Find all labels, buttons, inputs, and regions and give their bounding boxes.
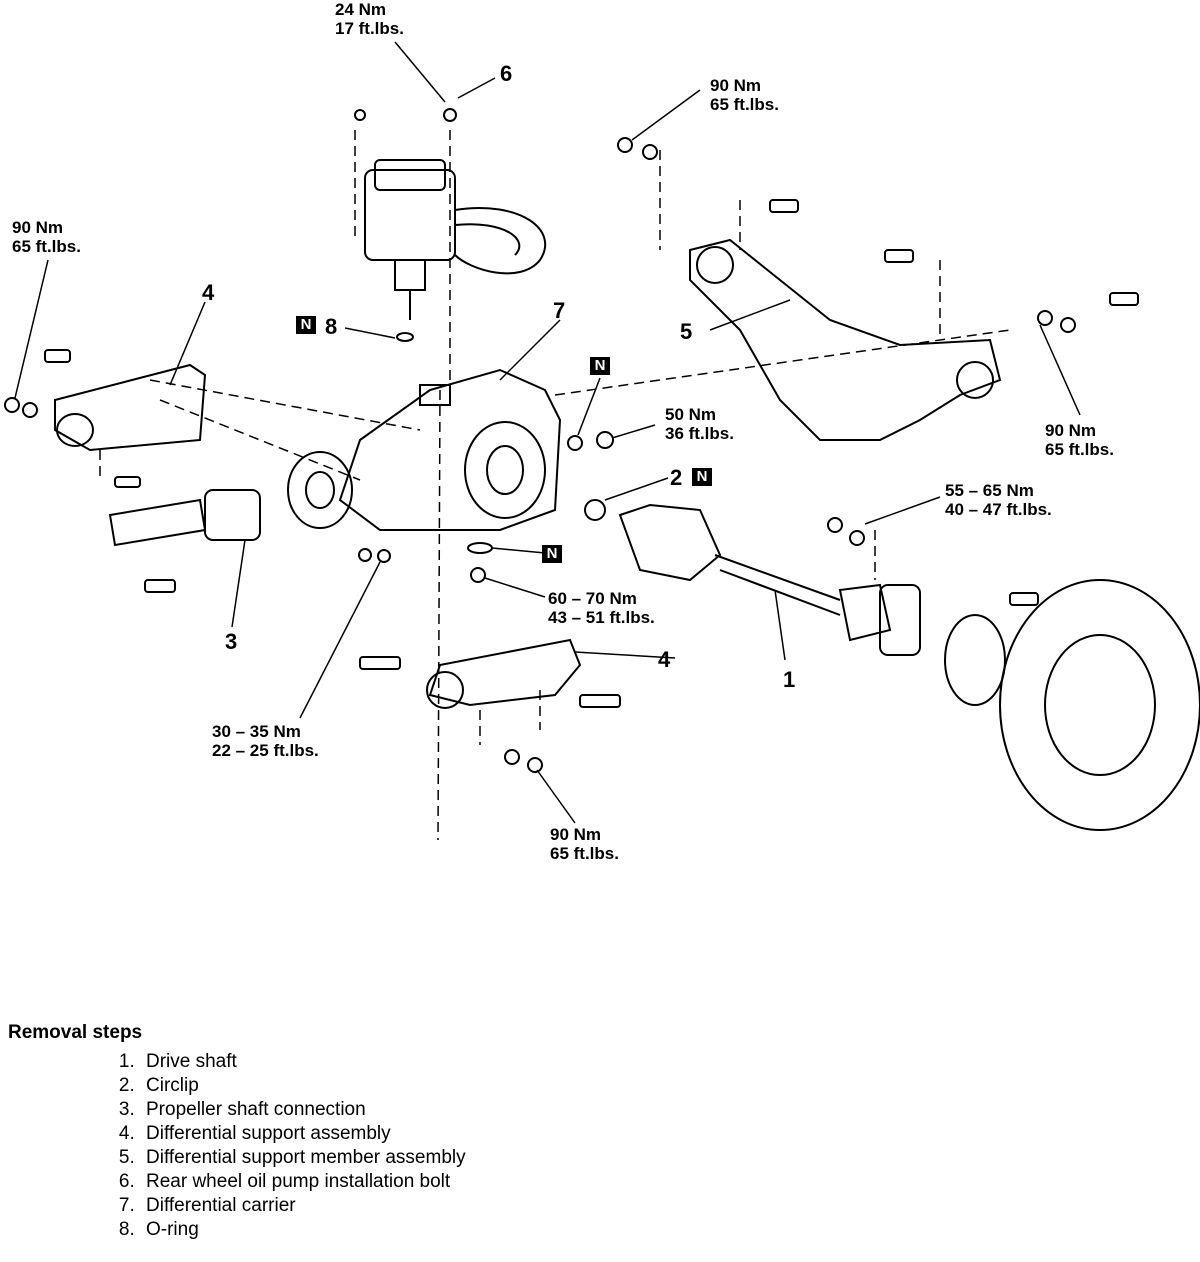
torque-label-top: 24 Nm 17 ft.lbs. xyxy=(335,0,404,38)
torque-label-left: 90 Nm 65 ft.lbs. xyxy=(12,218,81,256)
removal-step: Rear wheel oil pump installation bolt xyxy=(140,1170,466,1194)
callout-7: 7 xyxy=(553,298,566,323)
fasteners xyxy=(4,108,1076,773)
new-part-badge: N xyxy=(542,545,562,563)
propeller-shaft xyxy=(108,489,261,593)
callout-3: 3 xyxy=(225,629,238,654)
removal-step: O-ring xyxy=(140,1218,466,1242)
torque-label-lower-left: 30 – 35 Nm 22 – 25 ft.lbs. xyxy=(212,722,319,760)
differential-support-left xyxy=(44,349,207,488)
removal-step: Differential carrier xyxy=(140,1194,466,1218)
removal-step: Differential support member assembly xyxy=(140,1146,466,1170)
callout-5: 5 xyxy=(680,319,693,344)
new-part-badge: N xyxy=(590,357,610,375)
support-member xyxy=(689,199,1139,441)
removal-step: Circlip xyxy=(140,1074,466,1098)
new-part-badge: N xyxy=(296,316,316,334)
removal-steps-title: Removal steps xyxy=(8,1022,143,1043)
torque-label-upper-right: 90 Nm 65 ft.lbs. xyxy=(710,76,779,114)
callout-8: 8 xyxy=(325,314,338,339)
removal-step: Drive shaft xyxy=(140,1050,466,1074)
torque-label-bottom: 90 Nm 65 ft.lbs. xyxy=(550,825,619,863)
torque-label-50nm: 50 Nm 36 ft.lbs. xyxy=(665,405,734,443)
new-part-badge: N xyxy=(692,468,712,486)
exploded-diagram xyxy=(4,41,1200,841)
callout-2: 2 xyxy=(670,465,683,490)
oil-pump-assembly xyxy=(364,159,547,342)
removal-step: Differential support assembly xyxy=(140,1122,466,1146)
callout-4-lower: 4 xyxy=(658,647,671,672)
callout-6: 6 xyxy=(500,61,513,86)
callout-4-upper: 4 xyxy=(202,280,215,305)
hub-disc xyxy=(944,579,1200,831)
torque-label-hub: 55 – 65 Nm 40 – 47 ft.lbs. xyxy=(945,481,1052,519)
removal-steps-list: Drive shaft Circlip Propeller shaft conn… xyxy=(8,1050,466,1242)
removal-step: Propeller shaft connection xyxy=(140,1098,466,1122)
differential-carrier xyxy=(287,368,562,531)
torque-label-right: 90 Nm 65 ft.lbs. xyxy=(1045,421,1114,459)
differential-support-lower xyxy=(359,638,621,709)
torque-label-drain: 60 – 70 Nm 43 – 51 ft.lbs. xyxy=(548,589,655,627)
removal-steps: Removal steps Drive shaft Circlip Propel… xyxy=(8,1022,466,1242)
drive-shaft xyxy=(584,499,921,656)
callout-1: 1 xyxy=(783,667,796,692)
leader-lines xyxy=(14,41,1081,824)
